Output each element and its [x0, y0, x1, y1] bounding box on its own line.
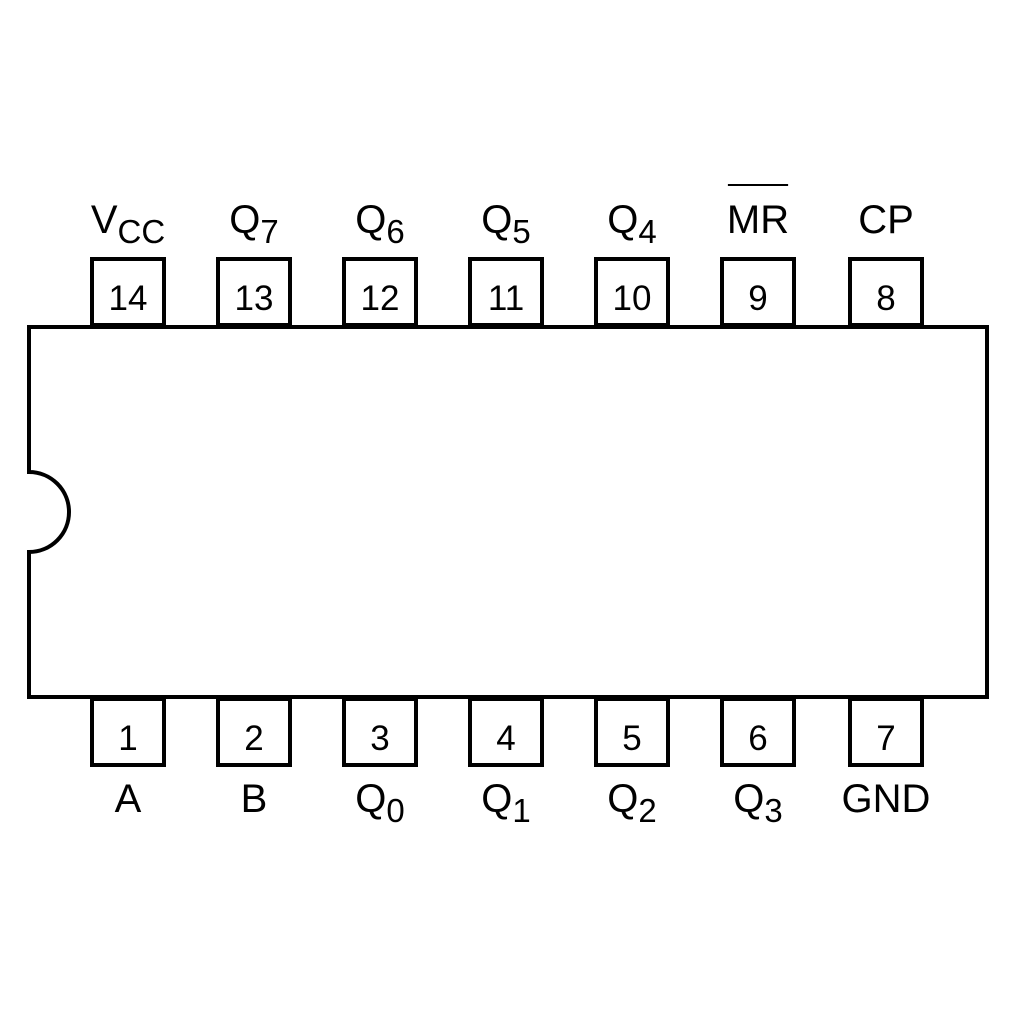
pin-5: 5Q2 [594, 697, 670, 829]
pin-3-label: Q0 [355, 777, 404, 829]
pin-2-number: 2 [244, 719, 263, 758]
pin-10-number: 10 [613, 279, 652, 318]
pin-8-number: 8 [876, 279, 895, 318]
pin-5-box [594, 697, 670, 767]
pin-12-label: Q6 [355, 198, 404, 250]
pin-11-label: Q5 [481, 198, 530, 250]
pin-10-box [594, 257, 670, 327]
pin-13: 13 Q7 [216, 198, 292, 327]
pin-2: 2B [216, 697, 292, 821]
pin-11-box [468, 257, 544, 327]
pin-3: 3Q0 [342, 697, 418, 829]
pin-12-number: 12 [361, 279, 400, 318]
pin-12-box [342, 257, 418, 327]
pin-2-box [216, 697, 292, 767]
pin-5-label: Q2 [607, 777, 656, 829]
pin-7-box [848, 697, 924, 767]
pin-14-number: 14 [109, 279, 148, 318]
pin-6-label: Q3 [733, 777, 782, 829]
pin-8: 8 CP [848, 198, 924, 327]
top-pin-row: 14 VCC 13 Q7 12 Q6 11 Q5 10 Q4 9 MR 8 CP [90, 184, 924, 327]
pin-13-number: 13 [235, 279, 274, 318]
pin-4: 4Q1 [468, 697, 544, 829]
pin-14-box [90, 257, 166, 327]
pin-9-label: MR [727, 198, 789, 242]
pin-12: 12 Q6 [342, 198, 418, 327]
pin-6-box [720, 697, 796, 767]
pin-7-number: 7 [876, 719, 895, 758]
pin-7-label: GND [842, 777, 931, 821]
pin-14-label: VCC [91, 198, 165, 250]
pin-6-number: 6 [748, 719, 767, 758]
pin-1-number: 1 [118, 719, 137, 758]
pin-3-box [342, 697, 418, 767]
pin-5-number: 5 [622, 719, 641, 758]
pin-10: 10 Q4 [594, 198, 670, 327]
pin-8-label: CP [858, 198, 914, 242]
pin-1: 1A [90, 697, 166, 821]
pin-2-label: B [241, 777, 268, 821]
pin-9: 9 MR [720, 184, 796, 327]
pin-1-box [90, 697, 166, 767]
pin-4-label: Q1 [481, 777, 530, 829]
pin-13-label: Q7 [229, 198, 278, 250]
pin-14: 14 VCC [90, 198, 166, 327]
pin-11-number: 11 [488, 279, 524, 318]
pin-8-box [848, 257, 924, 327]
pin-10-label: Q4 [607, 198, 656, 250]
ic-body-outline [27, 325, 989, 699]
pin-3-number: 3 [370, 719, 389, 758]
pin-11: 11 Q5 [468, 198, 544, 327]
pin-6: 6Q3 [720, 697, 796, 829]
pin-4-box [468, 697, 544, 767]
pin-4-number: 4 [496, 719, 515, 758]
pin-1-label: A [115, 777, 142, 821]
pin-9-box [720, 257, 796, 327]
pin-9-number: 9 [748, 279, 767, 318]
pin-13-box [216, 257, 292, 327]
